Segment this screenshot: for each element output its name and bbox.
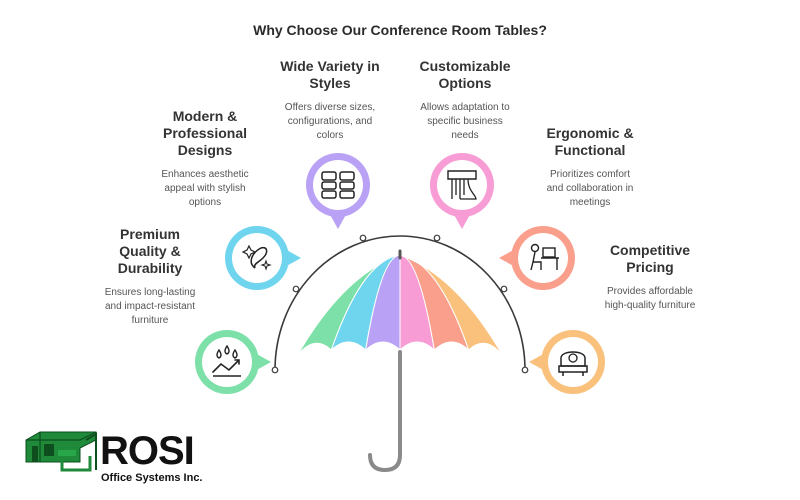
armchair-tag-icon [558, 351, 588, 376]
icon-bubble [499, 226, 575, 290]
bubble-inner [313, 160, 363, 210]
rosi-logo-mark [25, 431, 97, 472]
feature-description: Ensures long-lasting and impact-resistan… [104, 287, 196, 326]
feature-ergonomic: Ergonomic & Functional Prioritizes comfo… [525, 125, 655, 210]
icon-bubble [225, 226, 301, 290]
feature-wide-variety: Wide Variety in Styles Offers diverse si… [265, 58, 395, 143]
bubble-inner [202, 337, 252, 387]
feature-modern-designs: Modern & Professional Designs Enhances a… [140, 108, 270, 210]
feature-customizable: Customizable Options Allows adaptation t… [400, 58, 530, 143]
icon-bubbles [195, 153, 605, 394]
diagram-title: Why Choose Our Conference Room Tables? [253, 22, 547, 38]
connector-arc [274, 235, 526, 371]
feature-description: Enhances aesthetic appeal with stylish o… [161, 169, 249, 208]
feature-description: Offers diverse sizes, configurations, an… [284, 102, 376, 141]
arc-dot [292, 285, 300, 293]
icon-bubble [430, 153, 494, 229]
logo-subtitle: Office Systems Inc. [101, 472, 203, 484]
feature-premium-quality: Premium Quality & Durability Ensures lon… [90, 226, 210, 328]
arc-dot [433, 234, 441, 242]
bubble-inner [232, 233, 282, 283]
feature-title: Competitive Pricing [609, 242, 691, 275]
layout-grid-icon [321, 171, 355, 199]
bubble-inner [437, 160, 487, 210]
feature-title: Ergonomic & Functional [546, 125, 634, 158]
fabric-swatch-icon [447, 170, 477, 200]
icon-bubble [529, 330, 605, 394]
arc-dot [359, 234, 367, 242]
feature-description: Provides affordable high-quality furnitu… [604, 286, 696, 311]
feature-description: Allows adaptation to specific business n… [420, 102, 510, 141]
umbrella-handle [368, 350, 402, 473]
water-drops-chart-icon [212, 344, 241, 377]
arc-dot [500, 285, 508, 293]
feature-description: Prioritizes comfort and collaboration in… [546, 169, 634, 208]
feature-competitive-pricing: Competitive Pricing Provides affordable … [585, 242, 715, 313]
desk-chair-icon [530, 243, 559, 271]
umbrella-canopy [296, 254, 504, 357]
arc-dot [521, 366, 529, 374]
sparkle-pen-icon [241, 244, 272, 271]
feature-title: Modern & Professional Designs [162, 108, 248, 158]
icon-bubble [306, 153, 370, 229]
logo-wordmark: ROSI [100, 429, 195, 473]
canopy-panel [399, 254, 504, 357]
feature-title: Premium Quality & Durability [117, 226, 183, 276]
icon-bubble [195, 330, 271, 394]
arc-dot [271, 366, 279, 374]
feature-title: Wide Variety in Styles [280, 58, 380, 91]
feature-title: Customizable Options [419, 58, 511, 91]
